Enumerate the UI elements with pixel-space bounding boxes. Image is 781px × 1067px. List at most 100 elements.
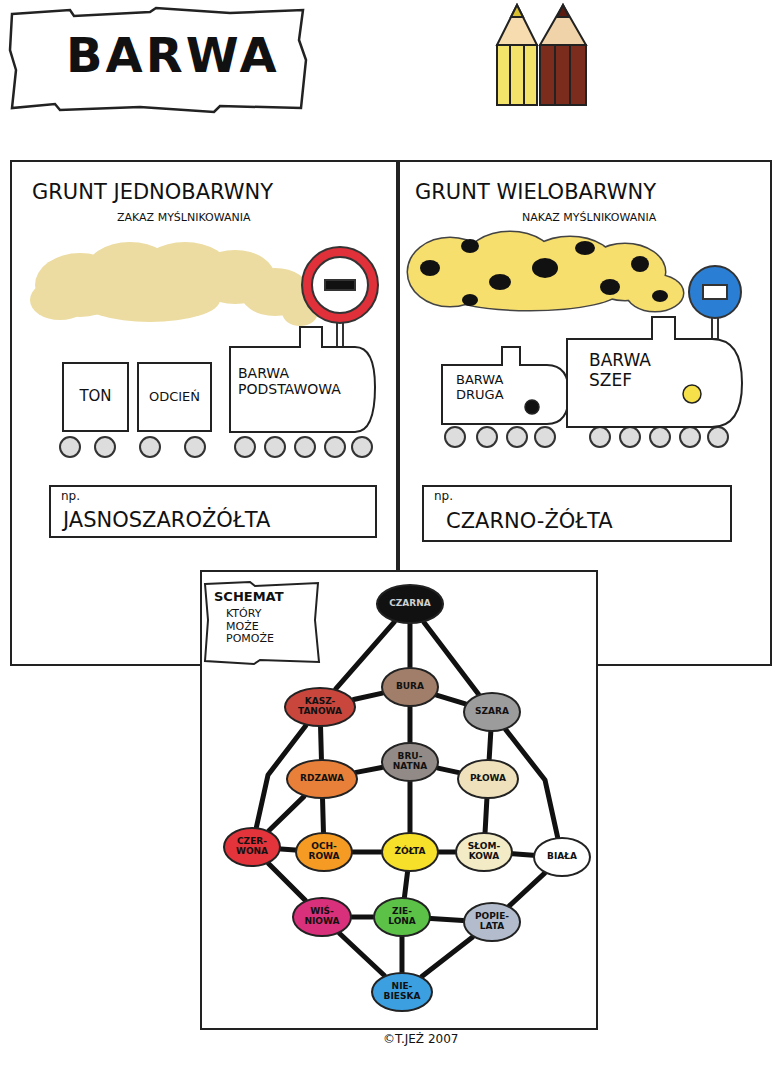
node-heading: np. xyxy=(434,490,453,504)
train-wheel xyxy=(95,437,115,457)
color-name: ŻÓŁTA xyxy=(395,847,426,857)
color-link xyxy=(354,693,383,699)
schema-label-frame xyxy=(205,582,319,664)
color-node: BURA xyxy=(381,667,439,707)
color-link xyxy=(404,872,407,897)
node-heading: ODCIEŃ xyxy=(149,390,200,405)
color-node: RDZAWA xyxy=(286,759,358,799)
locomotive-outline xyxy=(230,327,375,432)
train-wheel xyxy=(620,427,640,447)
color-node: BIAŁA xyxy=(533,837,591,877)
color-node: OCH- ROWA xyxy=(295,832,353,872)
pencil-icon xyxy=(540,45,586,105)
color-link xyxy=(352,915,373,920)
train-wheel xyxy=(352,437,372,457)
pencil-icon xyxy=(497,45,537,105)
smoke-spot xyxy=(461,239,479,253)
color-link xyxy=(422,937,473,977)
color-link xyxy=(509,873,544,906)
color-link xyxy=(339,933,384,975)
smoke-cloud-outline xyxy=(440,270,620,310)
smoke-cloud-outline xyxy=(627,275,683,311)
node-text: KTÓRY MOŻE POMOŻE xyxy=(226,608,274,646)
color-link xyxy=(353,850,381,855)
train-wheel xyxy=(650,427,670,447)
train-wheel xyxy=(535,427,555,447)
color-name: OCH- ROWA xyxy=(308,842,339,862)
no-entry-sign xyxy=(325,280,355,290)
one-way-sign xyxy=(689,266,741,318)
smoke-cloud xyxy=(440,270,620,310)
panel-border xyxy=(11,568,200,665)
train-wheel xyxy=(325,437,345,457)
title-frame xyxy=(10,8,306,112)
train-wheel xyxy=(507,427,527,447)
wagon-box: TON xyxy=(62,362,129,432)
color-name: WIŚ- NIOWA xyxy=(304,907,339,927)
color-link xyxy=(320,799,326,832)
train-wheel xyxy=(295,437,315,457)
one-way-sign xyxy=(703,285,727,299)
color-link xyxy=(431,919,463,921)
train-wheel xyxy=(140,437,160,457)
color-link xyxy=(407,624,412,667)
node-heading: BARWA SZEF xyxy=(589,351,651,390)
wagon-box: ODCIEŃ xyxy=(137,362,212,432)
color-node: ŻÓŁTA xyxy=(381,832,439,872)
example-box: np.JASNOSZAROŻÓŁTA xyxy=(49,485,377,538)
pencil-icon xyxy=(497,5,537,45)
smoke-spot xyxy=(489,274,511,290)
color-dot xyxy=(525,400,539,414)
color-link xyxy=(281,847,295,853)
color-name: CZER- WONA xyxy=(236,837,268,857)
color-link xyxy=(269,796,304,830)
color-link xyxy=(407,782,412,832)
color-node: PŁOWA xyxy=(457,759,518,799)
one-way-sign xyxy=(689,266,741,339)
color-name: BIAŁA xyxy=(547,852,577,862)
node-heading: BARWA DRUGA xyxy=(456,373,504,403)
color-link xyxy=(439,850,455,855)
smoke-spot xyxy=(652,290,668,302)
train-wheel xyxy=(445,427,465,447)
node-text: ZAKAZ MYŚLNIKOWANIA xyxy=(117,212,251,225)
train-wheel xyxy=(185,437,205,457)
train-wheel xyxy=(235,437,255,457)
color-name: BURA xyxy=(396,682,424,692)
pencil-icon xyxy=(511,5,523,17)
no-entry-sign xyxy=(312,257,368,313)
node-heading: GRUNT WIELOBARWNY xyxy=(415,180,656,204)
panel-border xyxy=(598,568,771,665)
smoke-spot xyxy=(420,239,668,306)
color-node: POPIE- LATA xyxy=(463,902,521,942)
node-text: NAKAZ MYŚLNIKOWANIA xyxy=(522,212,656,225)
color-link xyxy=(437,695,466,704)
color-node: WIŚ- NIOWA xyxy=(292,897,352,937)
locomotive-outline xyxy=(567,317,742,427)
node-heading: GRUNT JEDNOBARWNY xyxy=(32,180,273,204)
color-node: ZIE- LONA xyxy=(373,897,431,937)
train-wheel xyxy=(477,427,497,447)
node-heading: SCHEMAT xyxy=(214,590,284,605)
smoke-spot xyxy=(600,279,620,295)
smoke-spot xyxy=(575,241,595,255)
color-name: RDZAWA xyxy=(300,774,344,784)
smoke-spot xyxy=(631,256,649,272)
locomotive-outline xyxy=(442,347,569,424)
color-link xyxy=(356,767,381,772)
color-node: CZER- WONA xyxy=(223,827,281,867)
ground-panel: GRUNT JEDNOBARWNY ZAKAZ MYŚLNIKOWANIA TON O… xyxy=(10,160,398,570)
smoke-spot xyxy=(532,258,558,278)
color-name: NIE- BIESKA xyxy=(384,982,421,1002)
color-name: POPIE- LATA xyxy=(475,912,509,932)
ground-panel: GRUNT WIELOBARWNY NAKAZ MYŚLNIKOWANIA BARW… xyxy=(398,160,772,570)
node-text: CZARNO-ŻÓŁTA xyxy=(446,509,613,533)
schema-label-frame xyxy=(205,582,319,664)
smoke-spot xyxy=(420,260,440,276)
color-name: CZARNA xyxy=(389,599,431,609)
pencil-icon xyxy=(497,5,586,105)
smoke-cloud xyxy=(80,278,220,322)
color-link xyxy=(318,727,324,759)
color-name: KASZ- TANOWA xyxy=(298,697,342,717)
